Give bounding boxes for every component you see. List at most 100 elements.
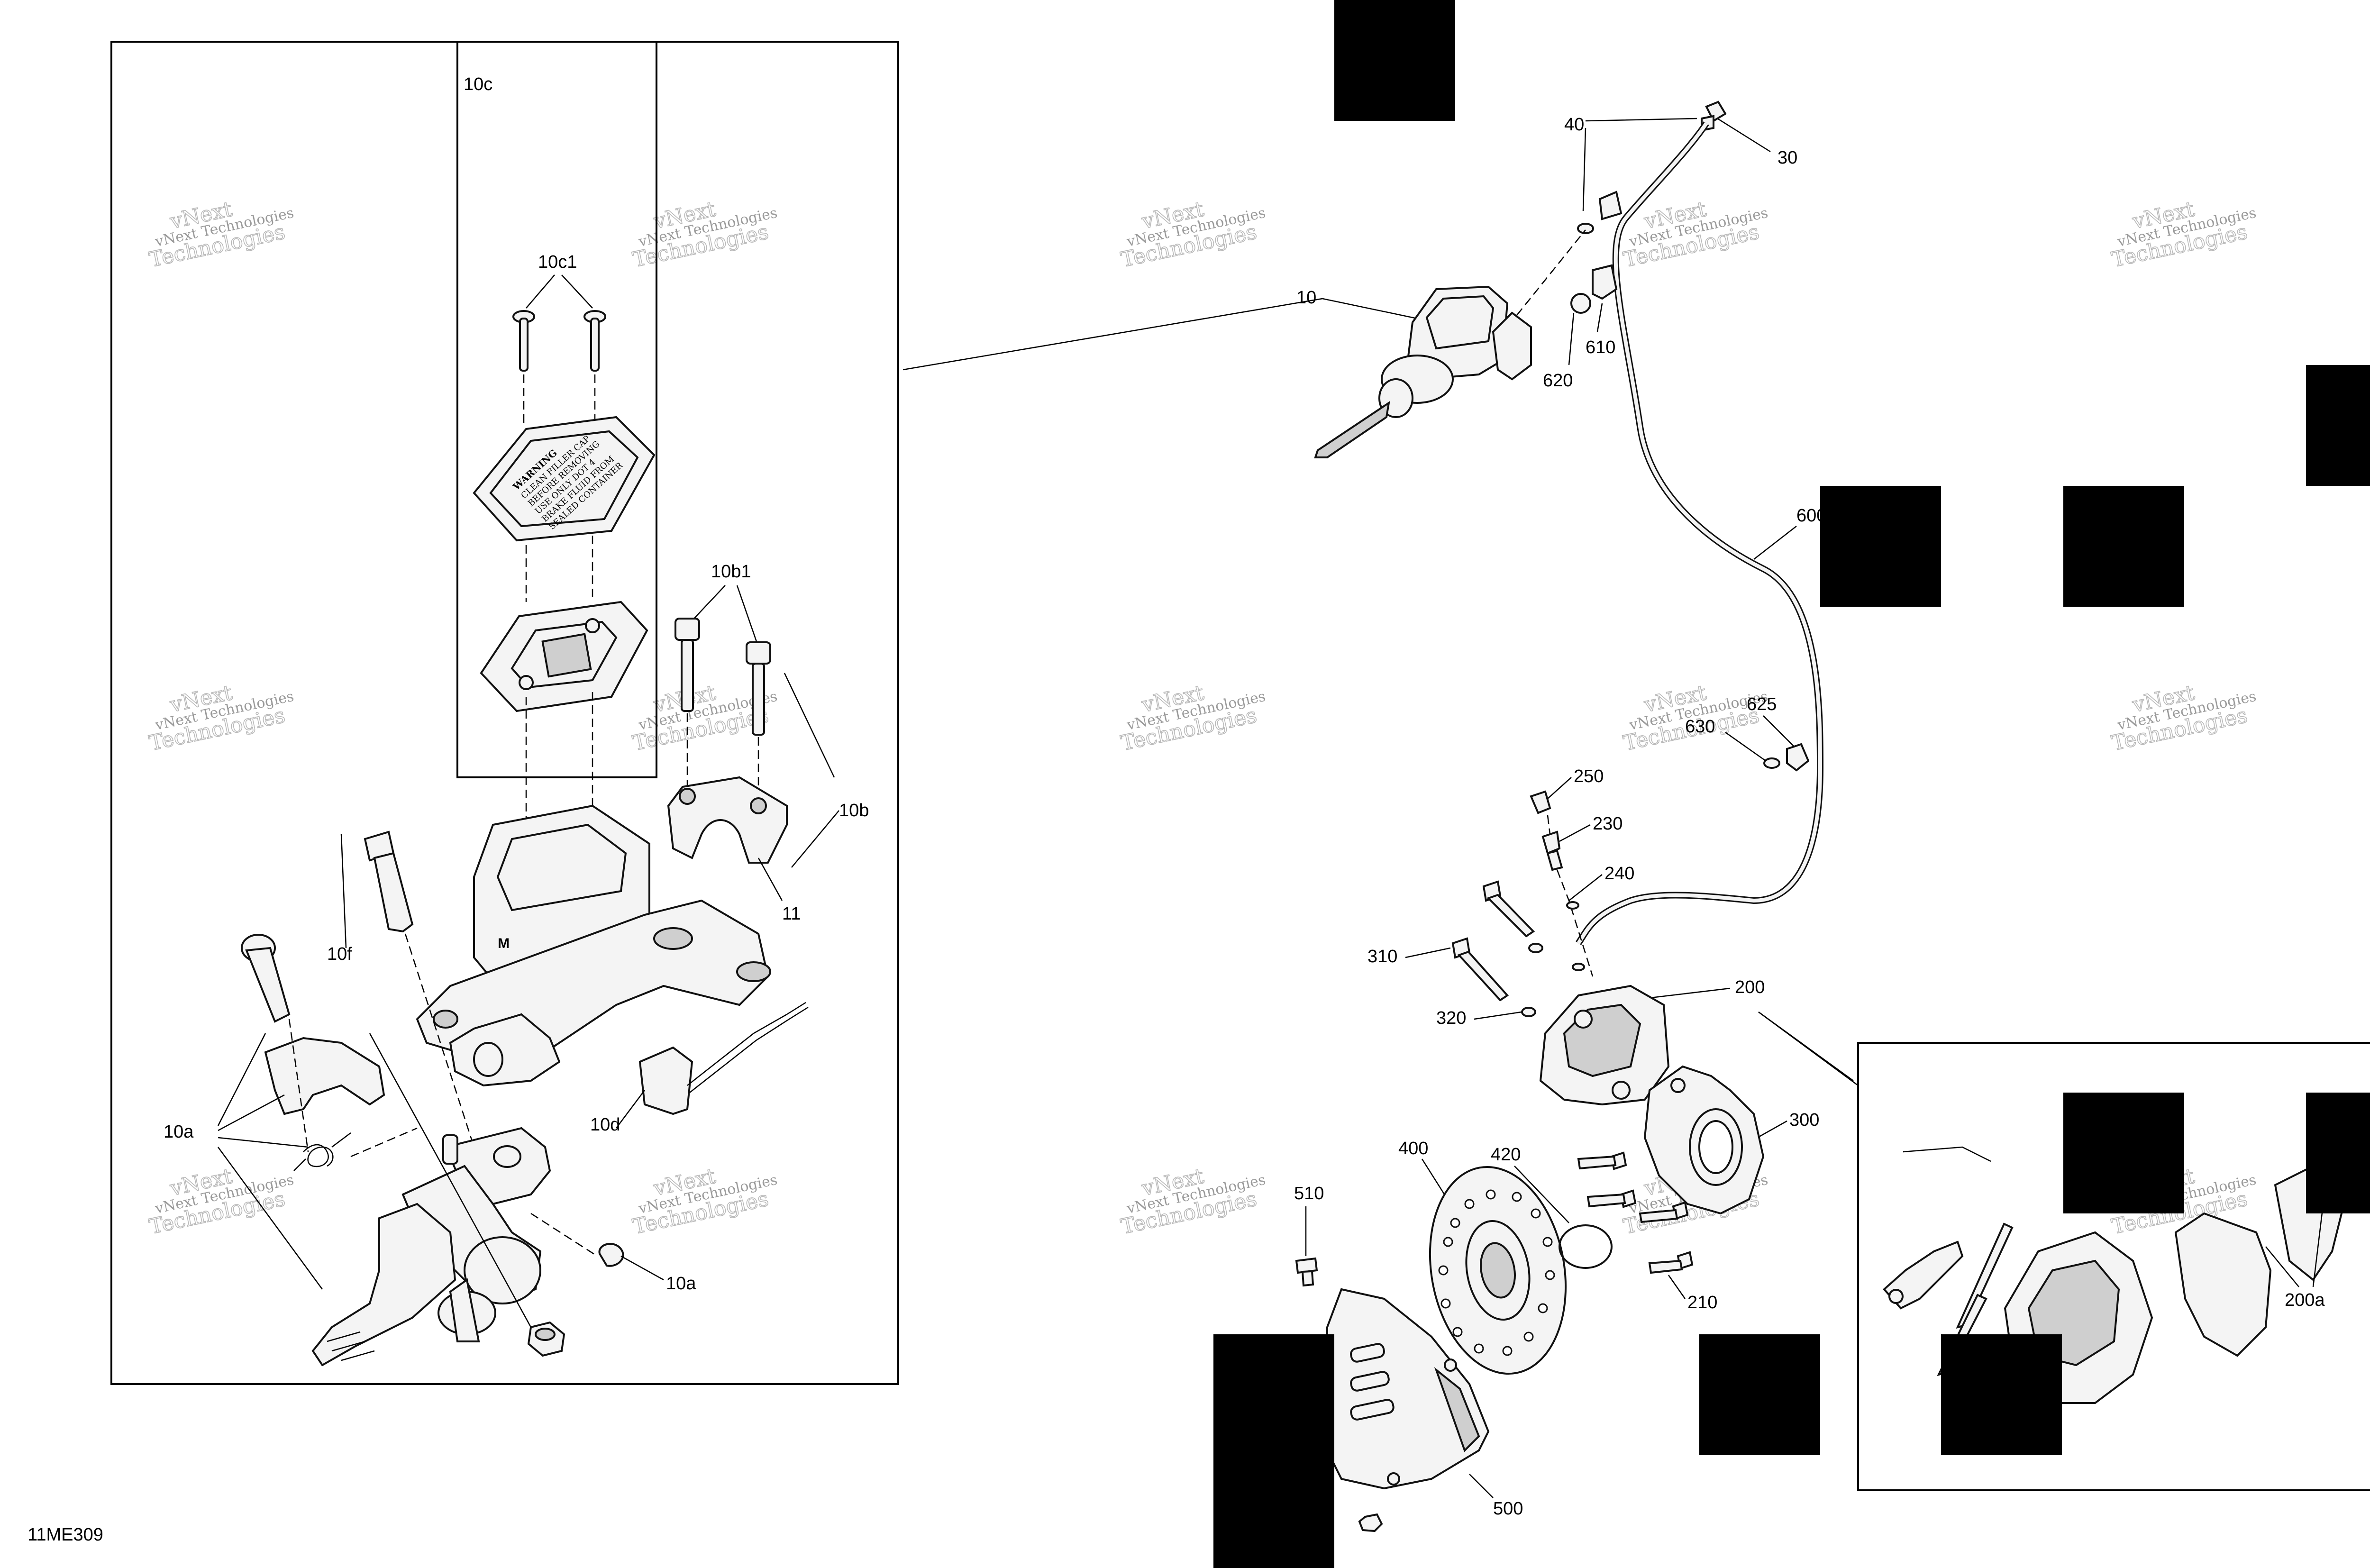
callout-10f: 10f — [327, 944, 352, 964]
callout-10c: 10c — [464, 74, 492, 94]
inset-connector-line — [1758, 1011, 1859, 1086]
assembly-axis — [288, 1019, 418, 1158]
callout-500: 500 — [1493, 1499, 1523, 1519]
callout-10: 10 — [1296, 288, 1316, 308]
leader-line — [1753, 526, 1797, 560]
assembly-axis — [523, 374, 596, 427]
caliper-bracket-icon — [1643, 1065, 1765, 1215]
inset-panel-frame — [1857, 1042, 2370, 1491]
leader-line — [784, 673, 839, 868]
leader-line — [217, 1033, 309, 1148]
assembly-axis — [530, 1212, 598, 1257]
redaction-block — [2306, 365, 2370, 486]
callout-300: 300 — [1789, 1110, 1819, 1130]
leader-line — [1668, 1275, 1686, 1299]
callout-10b1: 10b1 — [711, 562, 751, 582]
reservoir-diaphragm-icon — [480, 601, 648, 712]
callout-240: 240 — [1604, 864, 1634, 884]
caliper-bolt-icon — [1451, 880, 1535, 1002]
hose-bracket-icon — [1763, 743, 1810, 772]
callout-40: 40 — [1564, 115, 1584, 135]
redaction-block — [1820, 486, 1941, 607]
leader-line — [1547, 777, 1603, 901]
o-ring-icon — [1559, 1224, 1613, 1269]
bleeder-valve-icon — [1541, 830, 1563, 871]
callout-630: 630 — [1685, 717, 1715, 737]
hose-clip-icon — [1570, 264, 1618, 314]
leader-line — [217, 1147, 323, 1290]
leader-line — [1582, 117, 1771, 211]
guard-screw-icon — [1295, 1257, 1318, 1287]
leader-line — [2265, 1208, 2324, 1287]
washer-icon — [1566, 901, 1579, 910]
leader-line — [1405, 947, 1522, 1020]
lever-nut-icon — [527, 1321, 565, 1357]
reservoir-cover-icon: WARNING CLEAN FILLER CAP BEFORE REMOVING… — [473, 416, 656, 542]
redaction-block — [1941, 1334, 2062, 1455]
leader-line — [757, 857, 783, 901]
brake-switch-icon — [638, 1002, 809, 1115]
leader-line — [1469, 1474, 1494, 1498]
callout-30: 30 — [1778, 148, 1797, 168]
callout-230: 230 — [1593, 814, 1623, 834]
assembly-axis — [525, 536, 593, 602]
redaction-blocks — [1213, 0, 2370, 1568]
assembly-axis — [1547, 815, 1594, 977]
main-assembly: 10 40 30 600 610 — [1294, 100, 1854, 1532]
leader-line — [1322, 298, 1418, 319]
brake-lever-icon — [311, 1127, 551, 1367]
disc-guard-icon — [1326, 1288, 1490, 1490]
cap-screw-icon — [512, 310, 606, 372]
leader-line — [1725, 715, 1795, 762]
diagram-code: 11ME309 — [27, 1525, 103, 1545]
redaction-block — [2063, 1093, 2184, 1213]
leader-line — [620, 1255, 664, 1281]
washer-icon — [1528, 943, 1543, 953]
lever-screw-icon — [241, 934, 291, 1023]
pivot-bolt-icon — [364, 830, 414, 933]
assembly-axis — [1516, 229, 1586, 316]
callout-10a: 10a — [164, 1122, 194, 1142]
redaction-block — [2063, 486, 2184, 607]
callout-250: 250 — [1574, 766, 1604, 786]
redaction-block — [1334, 0, 1455, 121]
assembly-axis — [404, 933, 475, 1148]
leader-line — [1514, 1166, 1569, 1223]
callout-210: 210 — [1687, 1293, 1717, 1313]
washer-icon — [1521, 1007, 1536, 1017]
callout-620: 620 — [1543, 371, 1573, 391]
leader-line — [340, 834, 347, 948]
leader-line — [369, 1033, 532, 1328]
callout-625: 625 — [1747, 694, 1777, 714]
washer-icon — [1572, 963, 1585, 971]
detail-panel: 10c 10c1 WARNING CLEAN FILLER CAP BEFORE… — [110, 41, 899, 1385]
assembly-axis — [525, 692, 593, 853]
callout-200: 200 — [1735, 977, 1765, 997]
redaction-block — [1213, 1334, 1334, 1568]
body-emblem: M — [498, 936, 510, 951]
callout-10b: 10b — [839, 801, 869, 820]
guard-nut-icon — [1358, 1513, 1383, 1532]
callout-200a: 200a — [2285, 1290, 2325, 1310]
callout-10c1: 10c1 — [538, 252, 577, 272]
return-spring-icon — [293, 1132, 351, 1171]
callout-10a: 10a — [666, 1274, 696, 1294]
callout-420: 420 — [1491, 1145, 1521, 1165]
callout-11: 11 — [782, 904, 801, 924]
leader-line — [1568, 303, 1603, 365]
brake-hose-core — [1577, 122, 1823, 945]
bleeder-cap-icon — [1530, 790, 1551, 814]
reservoir-cap-subframe — [456, 41, 657, 778]
redaction-block — [2306, 1093, 2370, 1213]
callout-400: 400 — [1398, 1139, 1428, 1158]
callout-320: 320 — [1436, 1008, 1466, 1028]
lever-bracket-icon — [264, 1037, 385, 1115]
callout-10d: 10d — [590, 1115, 620, 1135]
leader-line — [526, 274, 593, 309]
callout-610: 610 — [1586, 337, 1615, 357]
master-cylinder-body-icon: M — [416, 804, 771, 1087]
caliper-icon — [1539, 985, 1670, 1106]
detail-connector-line — [902, 298, 1323, 371]
